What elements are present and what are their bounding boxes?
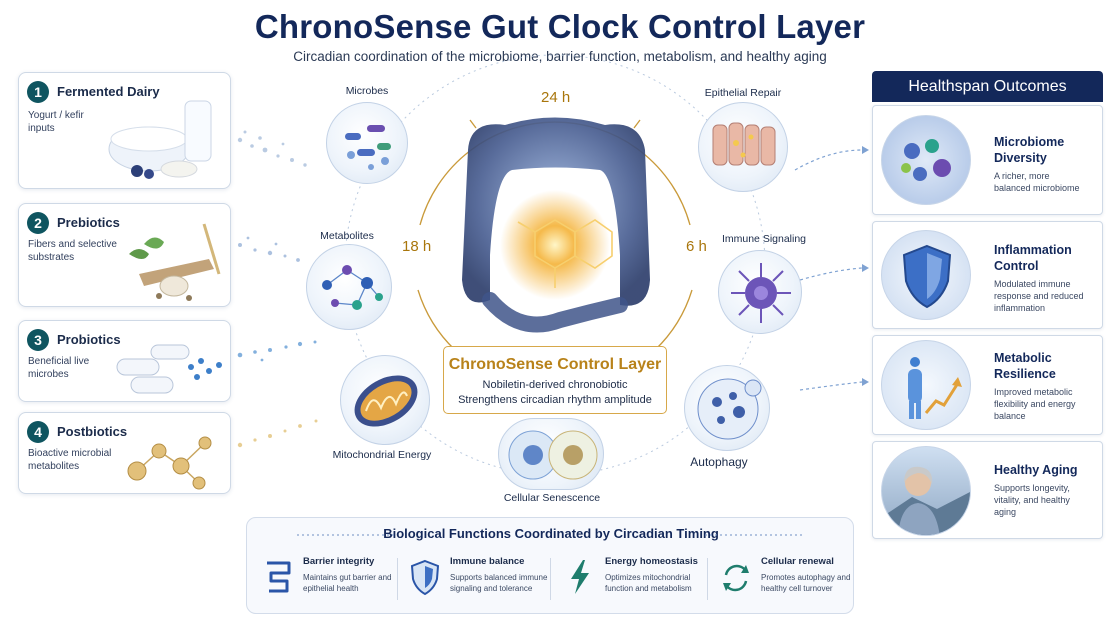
outcome-card-healthy-aging: Healthy Aging Supports longevity, vitali…	[872, 441, 1103, 539]
shield-icon	[881, 230, 971, 320]
function-title: Cellular renewal	[761, 556, 834, 567]
outcome-description: A richer, more balanced microbiome	[994, 171, 1080, 193]
node-label-autophagy: Autophagy	[690, 455, 748, 469]
input-card-fermented-dairy: 1 Fermented Dairy Yogurt / kefir inputs	[18, 72, 231, 189]
autophagy-node	[684, 365, 770, 451]
input-label: Probiotics	[57, 332, 121, 347]
cell-senescence-icon	[508, 430, 598, 480]
input-label: Postbiotics	[57, 424, 128, 439]
outcome-title: Metabolic Resilience	[994, 351, 1056, 381]
molecule-network-icon	[322, 265, 383, 310]
node-label-metabolites: Metabolites	[320, 230, 374, 242]
input-description: Bioactive microbial metabolites	[28, 448, 112, 472]
step-number-badge: 4	[27, 421, 49, 443]
outcome-description: Improved metabolic flexibility and energ…	[994, 387, 1076, 421]
function-description: Maintains gut barrier and epithelial hea…	[303, 573, 392, 593]
senescence-node	[498, 418, 604, 490]
lightning-icon	[571, 560, 589, 594]
page-subtitle: Circadian coordination of the microbiome…	[293, 49, 827, 64]
control-layer-box: ChronoSense Control Layer Nobiletin-deri…	[443, 346, 667, 414]
metabolite-molecules-icon	[127, 436, 212, 490]
outcome-card-metabolic-resilience: Metabolic Resilience Improved metabolic …	[872, 335, 1103, 435]
control-layer-line1: Nobiletin-derived chronobiotic	[482, 379, 628, 391]
outcome-title: Inflammation Control	[994, 243, 1072, 273]
metabolic-growth-icon	[881, 340, 971, 430]
epithelial-node	[698, 102, 788, 192]
input-card-prebiotics: 2 Prebiotics Fibers and selective substr…	[18, 203, 231, 307]
root-vegetable-icon	[129, 223, 221, 301]
function-cellular-renewal: Cellular renewal Promotes autophagy and …	[713, 554, 861, 608]
function-divider	[397, 558, 398, 600]
node-label-epithelial-repair: Epithelial Repair	[704, 87, 782, 99]
clock-label-24h: 24 h	[541, 89, 571, 106]
epithelial-cells-icon	[712, 122, 776, 166]
input-description: Beneficial live microbes	[28, 356, 90, 380]
clock-label-6h: 6 h	[686, 238, 707, 255]
outcome-title: Microbiome Diversity	[994, 135, 1065, 165]
healthy-aging-portrait-icon	[881, 446, 971, 536]
outcome-card-microbiome-diversity: Microbiome Diversity A richer, more bala…	[872, 105, 1103, 215]
node-label-mitochondrial-energy: Mitochondrial Energy	[332, 449, 432, 461]
function-title: Immune balance	[450, 556, 525, 567]
input-card-probiotics: 3 Probiotics Beneficial live microbes	[18, 320, 231, 402]
yogurt-kefir-icon	[108, 100, 212, 179]
clock-label-18h: 18 h	[402, 238, 432, 255]
functions-heading: Biological Functions Coordinated by Circ…	[383, 526, 719, 541]
input-description: Yogurt / kefir inputs	[28, 110, 84, 134]
intestine-icon	[267, 561, 291, 593]
immune-node	[718, 250, 802, 334]
input-label: Fermented Dairy	[57, 84, 160, 99]
step-number-badge: 2	[27, 212, 49, 234]
input-label: Prebiotics	[57, 215, 120, 230]
function-divider	[550, 558, 551, 600]
function-description: Promotes autophagy and healthy cell turn…	[761, 573, 851, 593]
step-number-badge: 3	[27, 329, 49, 351]
outcome-card-inflammation-control: Inflammation Control Modulated immune re…	[872, 221, 1103, 329]
control-layer-title: ChronoSense Control Layer	[448, 356, 662, 373]
probiotic-capsules-icon	[116, 344, 222, 394]
function-energy-homeostasis: Energy homeostasis Optimizes mitochondri…	[557, 554, 705, 608]
microbiome-diversity-icon	[881, 115, 971, 205]
function-description: Optimizes mitochondrial function and met…	[605, 573, 692, 593]
outcome-title: Healthy Aging	[994, 463, 1078, 477]
function-description: Supports balanced immune signaling and t…	[450, 573, 548, 593]
outcome-description: Supports longevity, vitality, and health…	[994, 483, 1070, 517]
control-layer-line2: Strengthens circadian rhythm amplitude	[458, 394, 652, 406]
input-description: Fibers and selective substrates	[28, 239, 117, 263]
function-divider	[707, 558, 708, 600]
mitochondria-icon	[354, 375, 418, 427]
node-label-cellular-senescence: Cellular Senescence	[503, 492, 601, 504]
immune-cell-icon	[731, 263, 791, 323]
renewal-cycle-icon	[723, 564, 749, 592]
outcomes-heading: Healthspan Outcomes	[872, 71, 1103, 102]
shield-icon	[410, 559, 440, 596]
function-immune-balance: Immune balance Supports balanced immune …	[402, 554, 550, 608]
metabolites-node	[306, 244, 392, 330]
gut-illustration	[462, 117, 650, 333]
autophagy-vesicle-icon	[697, 378, 762, 440]
input-card-postbiotics: 4 Postbiotics Bioactive microbial metabo…	[18, 412, 231, 494]
mitochondria-node	[340, 355, 430, 445]
microbes-node	[326, 102, 408, 184]
node-label-microbes: Microbes	[345, 85, 389, 97]
outcome-description: Modulated immune response and reduced in…	[994, 279, 1084, 313]
microbes-icon	[345, 125, 391, 170]
function-barrier-integrity: Barrier integrity Maintains gut barrier …	[255, 554, 403, 608]
function-title: Barrier integrity	[303, 556, 375, 567]
node-label-immune-signaling: Immune Signaling	[721, 233, 807, 245]
page-title: ChronoSense Gut Clock Control Layer	[254, 8, 866, 45]
function-title: Energy homeostasis	[605, 556, 698, 567]
biological-functions-panel: Biological Functions Coordinated by Circ…	[246, 517, 854, 614]
step-number-badge: 1	[27, 81, 49, 103]
